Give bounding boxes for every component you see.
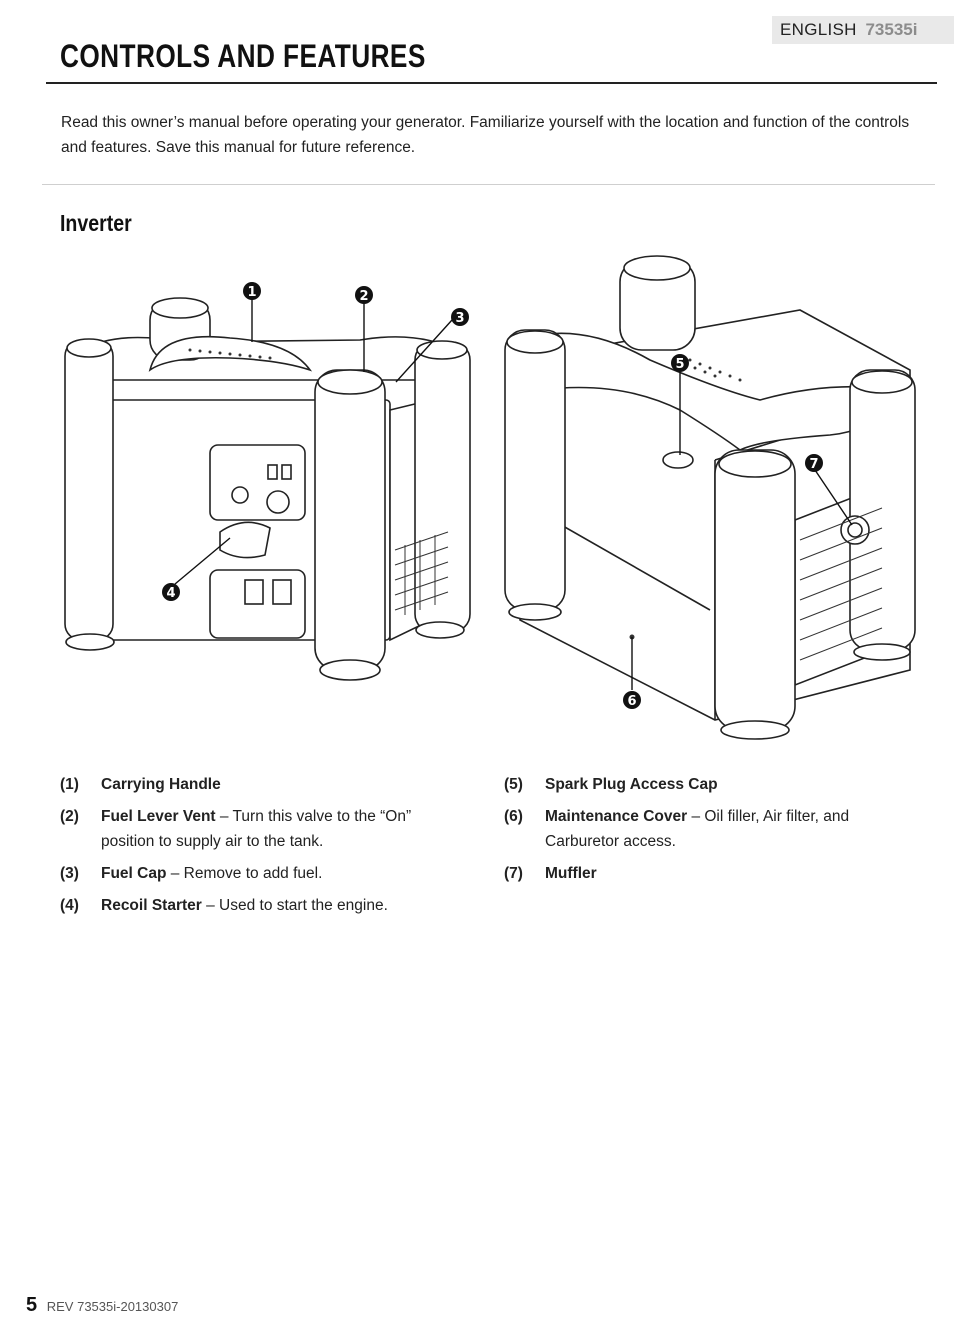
callout-6: 6 xyxy=(627,694,636,709)
feature-number: (6) xyxy=(504,808,523,825)
callout-5: 5 xyxy=(675,357,684,372)
feature-name: Recoil Starter xyxy=(101,897,202,914)
feature-item: (5) Spark Plug Access Cap xyxy=(504,772,904,797)
feature-item: (2) Fuel Lever Vent – Turn this valve to… xyxy=(60,804,460,854)
feature-number: (2) xyxy=(60,808,79,825)
page-footer: 5 REV 73535i-20130307 xyxy=(26,1294,178,1317)
feature-number: (4) xyxy=(60,897,79,914)
callout-1: 1 xyxy=(247,285,256,300)
feature-name: Muffler xyxy=(545,865,597,882)
feature-number: (5) xyxy=(504,776,523,793)
feature-item: (1) Carrying Handle xyxy=(60,772,460,797)
features-list-right: (5) Spark Plug Access Cap (6) Maintenanc… xyxy=(504,772,904,893)
callout-3: 3 xyxy=(455,311,464,326)
feature-name: Fuel Lever Vent xyxy=(101,808,216,825)
callout-7: 7 xyxy=(809,457,818,472)
feature-name: Fuel Cap xyxy=(101,865,167,882)
feature-item: (4) Recoil Starter – Used to start the e… xyxy=(60,893,460,918)
feature-number: (3) xyxy=(60,865,79,882)
callout-2: 2 xyxy=(359,289,368,304)
feature-item: (7) Muffler xyxy=(504,861,904,886)
page-number: 5 xyxy=(26,1294,38,1316)
revision-code: REV 73535i-20130307 xyxy=(46,1299,179,1314)
feature-name: Maintenance Cover xyxy=(545,808,688,825)
generator-rear-illustration: 5 7 6 xyxy=(504,255,916,740)
intro-divider xyxy=(42,184,935,185)
callout-4: 4 xyxy=(166,586,175,601)
generator-front-illustration: 1 2 3 4 xyxy=(64,282,471,681)
page-title: CONTROLS AND FEATURES xyxy=(60,38,426,74)
feature-description: – Remove to add fuel. xyxy=(166,865,323,882)
section-title: Inverter xyxy=(60,210,132,236)
feature-description: – Used to start the engine. xyxy=(201,897,388,914)
language-tab: ENGLISH 73535i xyxy=(772,16,954,44)
feature-number: (7) xyxy=(504,865,523,882)
title-divider xyxy=(46,82,937,84)
feature-description: – Turn this valve to the “On” position t… xyxy=(101,808,412,850)
intro-paragraph: Read this owner’s manual before operatin… xyxy=(61,114,910,156)
features-list-left: (1) Carrying Handle (2) Fuel Lever Vent … xyxy=(60,772,460,925)
feature-description: – Oil filler, Air filter, and Carburetor… xyxy=(545,808,850,850)
feature-item: (3) Fuel Cap – Remove to add fuel. xyxy=(60,861,460,886)
feature-number: (1) xyxy=(60,776,79,793)
feature-name: Spark Plug Access Cap xyxy=(545,776,718,793)
feature-item: (6) Maintenance Cover – Oil filler, Air … xyxy=(504,804,904,854)
model-number: 73535i xyxy=(865,20,918,39)
language-label: ENGLISH xyxy=(780,20,857,39)
feature-name: Carrying Handle xyxy=(101,776,221,793)
